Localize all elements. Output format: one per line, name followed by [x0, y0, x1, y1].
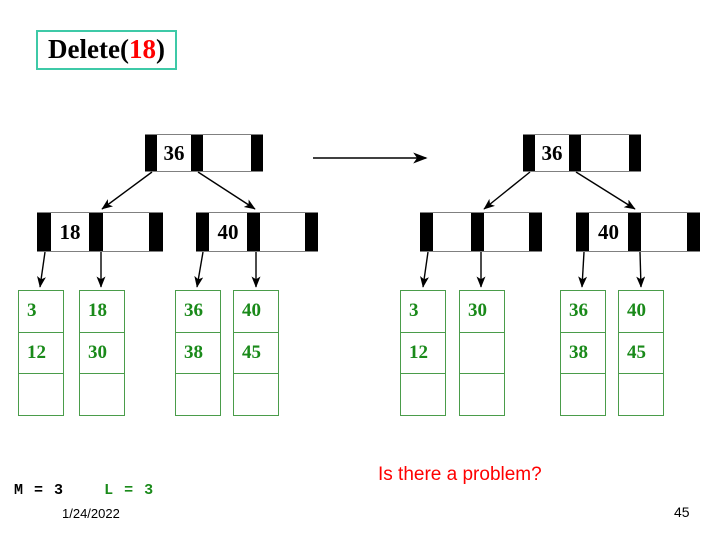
after-root-node: 36 [523, 134, 641, 172]
before-child-0-key: 18 [51, 213, 89, 251]
before-child-0-pointer-2 [149, 213, 163, 251]
before-edge-root-to-child-0 [101, 171, 153, 210]
before-root-key: 36 [157, 135, 191, 171]
before-root-pointer-1 [191, 135, 203, 171]
after-root-pointer-2 [629, 135, 641, 171]
before-leaf-2: 36 38 [175, 290, 221, 416]
after-leaf-0-cell-1: 12 [401, 333, 445, 375]
before-child-1-node: 40 [196, 212, 318, 252]
parameters-line: M = 3 L = 3 [14, 482, 154, 499]
after-leaf-2-cell-2 [561, 374, 605, 415]
after-leaf-1-cell-1 [460, 333, 504, 375]
after-leaf-3-cell-1: 45 [619, 333, 663, 375]
after-root-key-empty [581, 135, 629, 171]
after-child-1-key: 40 [589, 213, 628, 251]
before-leaf-1-cell-1: 30 [80, 333, 124, 375]
before-edge-child-1-to-leaf-2 [194, 251, 204, 288]
page-title: Delete(18) [36, 30, 177, 71]
after-edge-child-0-to-leaf-0 [420, 251, 429, 288]
after-leaf-3: 40 45 [618, 290, 664, 416]
after-edge-child-1-to-leaf-3 [636, 251, 646, 288]
before-root-key-empty [203, 135, 251, 171]
after-child-0-key-empty [484, 213, 529, 251]
after-leaf-3-cell-2 [619, 374, 663, 415]
after-edge-root-to-child-0 [483, 171, 531, 210]
before-child-1-pointer-1 [247, 213, 260, 251]
before-leaf-0-cell-0: 3 [19, 291, 63, 333]
after-edge-root-to-child-1 [575, 171, 636, 210]
after-child-0-node [420, 212, 542, 252]
before-child-0-pointer-0 [37, 213, 51, 251]
after-edge-child-1-to-leaf-2 [578, 251, 588, 288]
before-leaf-0-cell-1: 12 [19, 333, 63, 375]
before-edge-root-to-child-1 [197, 171, 256, 210]
after-child-1-pointer-0 [576, 213, 589, 251]
question-text: Is there a problem? [378, 464, 542, 485]
after-leaf-3-cell-0: 40 [619, 291, 663, 333]
after-root-key: 36 [535, 135, 569, 171]
after-root-pointer-0 [523, 135, 535, 171]
after-root-pointer-1 [569, 135, 581, 171]
after-leaf-2-cell-1: 38 [561, 333, 605, 375]
before-leaf-3-cell-0: 40 [234, 291, 278, 333]
before-root-pointer-0 [145, 135, 157, 171]
before-leaf-3: 40 45 [233, 290, 279, 416]
after-leaf-0-cell-0: 3 [401, 291, 445, 333]
slide-date: 1/24/2022 [62, 506, 120, 521]
after-leaf-1-cell-0: 30 [460, 291, 504, 333]
title-suffix: ) [155, 34, 165, 64]
after-child-1-node: 40 [576, 212, 700, 252]
after-leaf-1-cell-2 [460, 374, 504, 415]
before-root-node: 36 [145, 134, 263, 172]
before-root-pointer-2 [251, 135, 263, 171]
l-parameter: L = 3 [104, 482, 155, 499]
after-child-0-pointer-1 [471, 213, 484, 251]
before-leaf-1: 18 30 [79, 290, 125, 416]
before-leaf-1-cell-2 [80, 374, 124, 415]
after-child-1-pointer-1 [628, 213, 641, 251]
before-leaf-3-cell-2 [234, 374, 278, 415]
before-child-1-key-empty [260, 213, 305, 251]
before-leaf-1-cell-0: 18 [80, 291, 124, 333]
before-child-1-pointer-2 [305, 213, 318, 251]
before-leaf-2-cell-0: 36 [176, 291, 220, 333]
before-leaf-0-cell-2 [19, 374, 63, 415]
after-child-0-pointer-0 [420, 213, 433, 251]
after-leaf-2: 36 38 [560, 290, 606, 416]
before-leaf-2-cell-2 [176, 374, 220, 415]
after-leaf-0: 3 12 [400, 290, 446, 416]
before-child-0-node: 18 [37, 212, 163, 252]
before-child-1-pointer-0 [196, 213, 209, 251]
after-leaf-1: 30 [459, 290, 505, 416]
before-leaf-2-cell-1: 38 [176, 333, 220, 375]
after-leaf-0-cell-2 [401, 374, 445, 415]
slide-page-number: 45 [674, 504, 690, 520]
before-child-1-key: 40 [209, 213, 247, 251]
before-child-0-pointer-1 [89, 213, 103, 251]
title-prefix: Delete( [48, 34, 129, 64]
after-child-0-pointer-2 [529, 213, 542, 251]
before-leaf-0: 3 12 [18, 290, 64, 416]
after-child-1-key-empty [641, 213, 687, 251]
before-leaf-3-cell-1: 45 [234, 333, 278, 375]
after-child-1-pointer-2 [687, 213, 700, 251]
before-edge-child-0-to-leaf-0 [37, 251, 46, 288]
title-argument: 18 [128, 34, 156, 64]
after-child-0-key [433, 213, 471, 251]
before-child-0-key-empty [103, 213, 149, 251]
m-parameter: M = 3 [14, 482, 65, 499]
after-leaf-2-cell-0: 36 [561, 291, 605, 333]
